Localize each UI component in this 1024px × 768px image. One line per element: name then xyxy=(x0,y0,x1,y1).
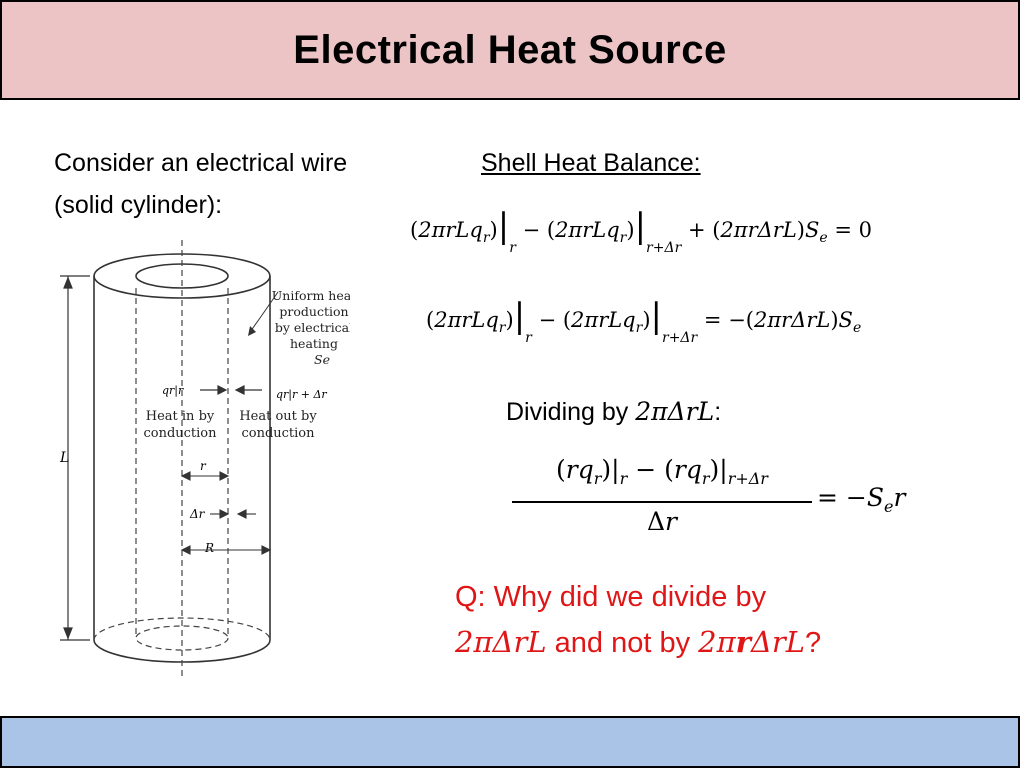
question-line-2: 2πΔrL and not by 2πrΔrL? xyxy=(455,625,822,659)
label-dr: Δr xyxy=(189,507,206,521)
slide-title: Electrical Heat Source xyxy=(293,27,727,72)
label-se: Se xyxy=(314,352,330,367)
label-heat-out-2: conduction xyxy=(241,426,315,441)
label-heat-in-2: conduction xyxy=(143,426,217,441)
intro-line-2: (solid cylinder): xyxy=(54,191,223,219)
equation-rearranged: (2πrLqr)|r − (2πrLqr)|r+Δr = −(2πrΔrL)Se xyxy=(426,296,862,347)
question-line-1: Q: Why did we divide by xyxy=(455,581,767,613)
equation-divided: (rqr)|r − (rqr)|r+Δr Δr = −Ser xyxy=(512,455,942,545)
label-uniform-3: by electrical xyxy=(275,320,350,335)
cylinder-diagram: L Uniform heat production by electrical … xyxy=(59,240,350,680)
label-R: R xyxy=(204,541,214,555)
footer-bar xyxy=(0,716,1020,768)
title-bar: Electrical Heat Source xyxy=(0,0,1020,100)
label-L: L xyxy=(59,450,69,466)
label-qr-r: qr|r xyxy=(162,384,184,398)
dividing-text: Dividing by 2πΔrL: xyxy=(506,397,722,426)
intro-line-1: Consider an electrical wire xyxy=(54,149,348,177)
label-qr-rdr: qr|r + Δr xyxy=(276,388,327,402)
label-uniform-1: Uniform heat xyxy=(272,288,350,303)
label-heat-in-1: Heat in by xyxy=(146,409,215,424)
label-r: r xyxy=(200,459,207,473)
label-heat-out-1: Heat out by xyxy=(239,409,317,424)
label-uniform-4: heating xyxy=(290,336,338,351)
equation-shell-balance: (2πrLqr)|r − (2πrLqr)|r+Δr + (2πrΔrL)Se … xyxy=(410,206,872,257)
label-uniform-2: production xyxy=(279,304,348,319)
balance-heading: Shell Heat Balance: xyxy=(481,149,701,177)
